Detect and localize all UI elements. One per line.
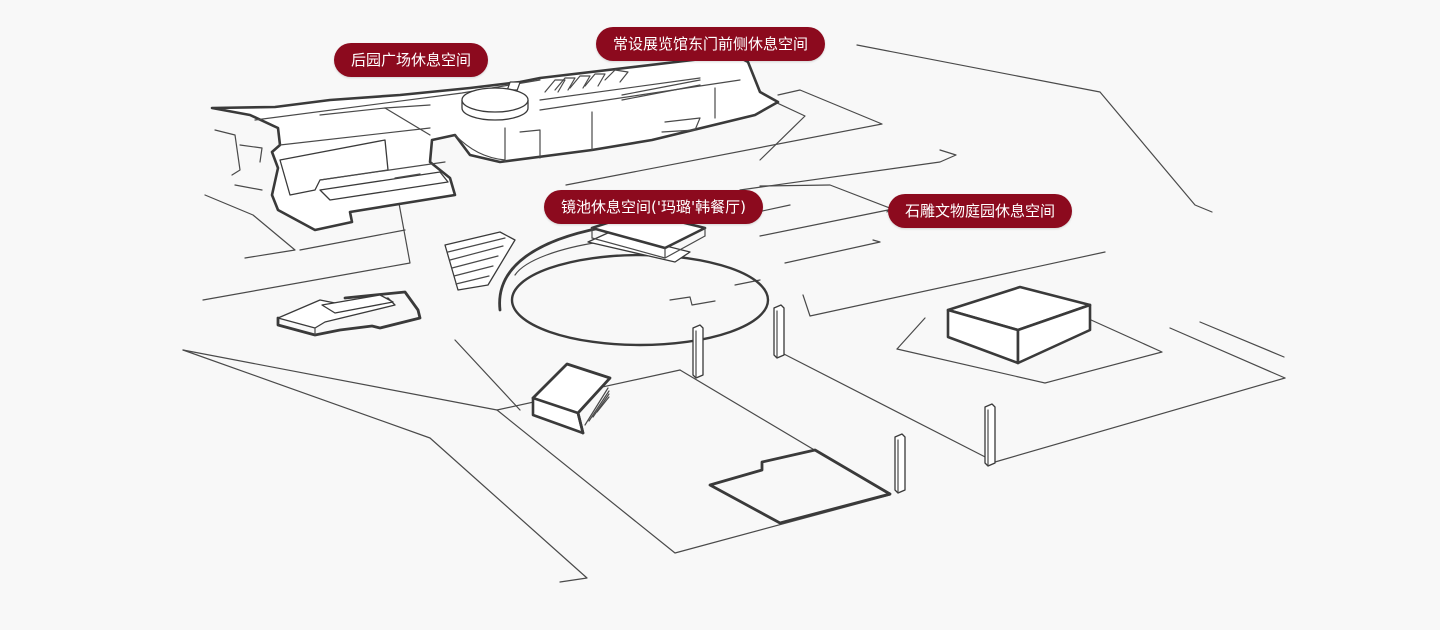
label-back-garden-rest-area[interactable]: 后园广场休息空间 xyxy=(334,43,489,77)
stone-garden-block xyxy=(946,285,1092,365)
ground-lines xyxy=(182,44,1286,583)
pillar xyxy=(894,433,906,494)
front-pavilion xyxy=(531,362,612,435)
stepped-seating xyxy=(444,231,516,291)
front-plaza-plot xyxy=(708,448,892,525)
pillar xyxy=(984,403,996,467)
label-east-gate-rest-area[interactable]: 常设展览馆东门前侧休息空间 xyxy=(596,27,826,61)
label-stone-garden-rest-area[interactable]: 石雕文物庭园休息空间 xyxy=(888,194,1073,228)
main-museum-building xyxy=(210,53,780,232)
pillar xyxy=(692,324,704,379)
label-mirror-pond-rest-area[interactable]: 镜池休息空间('玛璐'韩餐厅) xyxy=(544,190,763,224)
mirror-pond xyxy=(498,226,770,347)
pillar xyxy=(773,304,785,359)
pillars xyxy=(692,304,996,494)
lower-left-building xyxy=(276,290,422,337)
